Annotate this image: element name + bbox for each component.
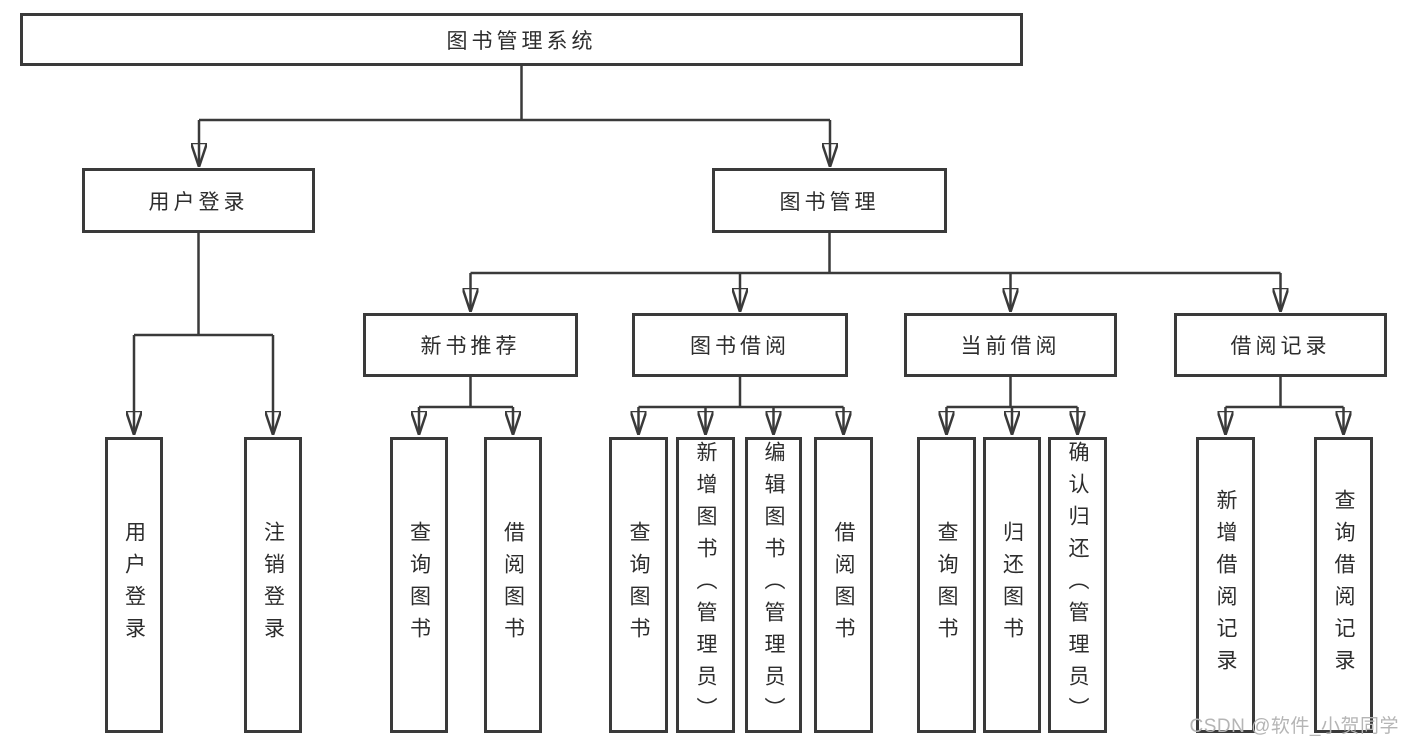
leaf-logout-label: 注销登录	[261, 521, 285, 649]
leaf-add-borrow-record-label: 新增借阅记录	[1214, 489, 1237, 681]
leaf-add-borrow-record: 新增借阅记录	[1196, 437, 1255, 733]
leaf-query-borrow-record: 查询借阅记录	[1314, 437, 1373, 733]
node-book-borrowing: 图书借阅	[632, 313, 848, 377]
leaf-confirm-return-admin: 确认归还（管理员）	[1048, 437, 1107, 733]
node-library-management-system-label: 图书管理系统	[446, 29, 597, 53]
node-current-borrowing-label: 当前借阅	[960, 335, 1061, 358]
node-current-borrowing: 当前借阅	[904, 313, 1117, 377]
connector-book-management-to-level3	[471, 233, 1281, 311]
leaf-borrow-books-recommend-label: 借阅图书	[501, 521, 525, 649]
connector-current-borrowing-branch	[947, 377, 1078, 434]
leaf-query-borrow-record-label: 查询借阅记录	[1332, 489, 1355, 681]
leaf-query-books-borrow-label: 查询图书	[627, 521, 650, 649]
leaf-user-login: 用户登录	[105, 437, 163, 733]
leaf-edit-books-admin: 编辑图书（管理员）	[745, 437, 802, 733]
connector-records-branch	[1226, 377, 1344, 434]
leaf-query-books-current-label: 查询图书	[935, 521, 958, 649]
node-user-login-label: 用户登录	[148, 190, 249, 214]
leaf-return-books: 归还图书	[983, 437, 1041, 733]
node-new-book-recommendation: 新书推荐	[363, 313, 578, 377]
connector-user-login-branch	[134, 233, 273, 434]
node-user-login: 用户登录	[82, 168, 315, 233]
node-new-book-recommendation-label: 新书推荐	[420, 335, 521, 358]
leaf-query-books-recommend: 查询图书	[390, 437, 448, 733]
leaf-borrow-books-recommend: 借阅图书	[484, 437, 542, 733]
node-library-management-system: 图书管理系统	[20, 13, 1023, 66]
node-book-management: 图书管理	[712, 168, 947, 233]
node-book-borrowing-label: 图书借阅	[690, 335, 790, 358]
node-borrowing-records: 借阅记录	[1174, 313, 1387, 377]
leaf-user-login-label: 用户登录	[122, 521, 146, 649]
connector-recommendation-branch	[419, 377, 513, 434]
leaf-query-books-borrow: 查询图书	[609, 437, 668, 733]
watermark-csdn: CSDN @软件_小贺同学	[1189, 716, 1399, 737]
leaf-borrow-books-borrow: 借阅图书	[814, 437, 873, 733]
node-borrowing-records-label: 借阅记录	[1230, 335, 1331, 358]
node-book-management-label: 图书管理	[779, 190, 880, 214]
leaf-edit-books-admin-label: 编辑图书（管理员）	[762, 441, 785, 729]
leaf-add-books-admin-label: 新增图书（管理员）	[694, 441, 717, 729]
leaf-borrow-books-borrow-label: 借阅图书	[832, 521, 855, 649]
leaf-confirm-return-admin-label: 确认归还（管理员）	[1066, 441, 1089, 729]
leaf-query-books-current: 查询图书	[917, 437, 976, 733]
connector-root-to-level2	[199, 66, 830, 166]
leaf-logout: 注销登录	[244, 437, 302, 733]
leaf-return-books-label: 归还图书	[1000, 521, 1024, 649]
leaf-query-books-recommend-label: 查询图书	[407, 521, 431, 649]
connector-borrowing-branch	[639, 377, 844, 434]
leaf-add-books-admin: 新增图书（管理员）	[676, 437, 735, 733]
